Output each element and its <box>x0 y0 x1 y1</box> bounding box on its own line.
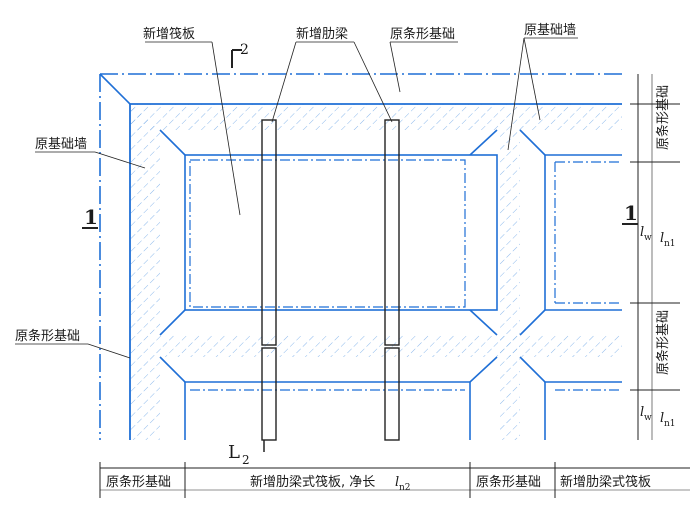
outer-boundary <box>99 73 622 440</box>
section-1-left-label: 1 <box>84 205 98 229</box>
raft-cell-right <box>519 129 622 336</box>
axis-L2-letter: L <box>228 442 240 463</box>
axis-L2-sub: 2 <box>242 453 250 467</box>
axis-L2: L 2 <box>228 440 265 467</box>
callouts: 新增筏板 新增肋梁 原条形基础 原基础墙 原基础墙 原条形基础 <box>15 23 578 359</box>
raft-cell-main <box>159 129 498 336</box>
right-lw-1: l <box>640 225 644 240</box>
label-orig-wall-top: 原基础墙 <box>524 23 576 38</box>
right-lw-2-sub: w <box>644 413 652 423</box>
right-ln1-2: l <box>660 411 664 426</box>
right-strip-label-1: 原条形基础 <box>655 85 671 150</box>
bottom-ln2-sub: n2 <box>399 483 411 493</box>
right-ln1-1: l <box>660 231 664 246</box>
section-1-right-label: 1 <box>624 201 638 225</box>
bottom-strip-label-1: 原条形基础 <box>106 474 171 490</box>
label-orig-strip-top: 原条形基础 <box>390 26 455 42</box>
section-mark-2: 2 <box>231 42 249 68</box>
label-new-rib: 新增肋梁 <box>296 26 348 42</box>
right-lw-2: l <box>640 405 644 420</box>
bottom-dimension-strip: 原条形基础 新增肋梁式筏板, 净长 l n2 原条形基础 新增肋梁式筏板 <box>99 462 690 498</box>
right-strip-label-2: 原条形基础 <box>655 310 671 375</box>
label-new-raft: 新增筏板 <box>143 26 195 42</box>
bottom-raft-span-label: 新增肋梁式筏板, 净长 <box>250 474 375 490</box>
label-orig-wall-left: 原基础墙 <box>35 137 87 152</box>
bottom-raft-label-2: 新增肋梁式筏板 <box>560 474 651 490</box>
right-ln1-2-sub: n1 <box>664 419 676 429</box>
section-mark-1-right: 1 <box>622 201 638 225</box>
bottom-ln2: l <box>395 475 399 490</box>
right-lw-1-sub: w <box>644 233 652 243</box>
label-orig-strip-left: 原条形基础 <box>15 328 80 344</box>
right-ln1-1-sub: n1 <box>664 239 676 249</box>
bottom-strip-label-2: 原条形基础 <box>476 474 541 490</box>
right-dimension-strip: 原条形基础 原条形基础 l n1 l w l n1 l w <box>630 74 680 440</box>
raft-cell-lower <box>159 356 622 440</box>
section-2-label: 2 <box>240 42 249 58</box>
section-mark-1-left: 1 <box>82 205 98 229</box>
new-rib-beams <box>261 119 400 441</box>
